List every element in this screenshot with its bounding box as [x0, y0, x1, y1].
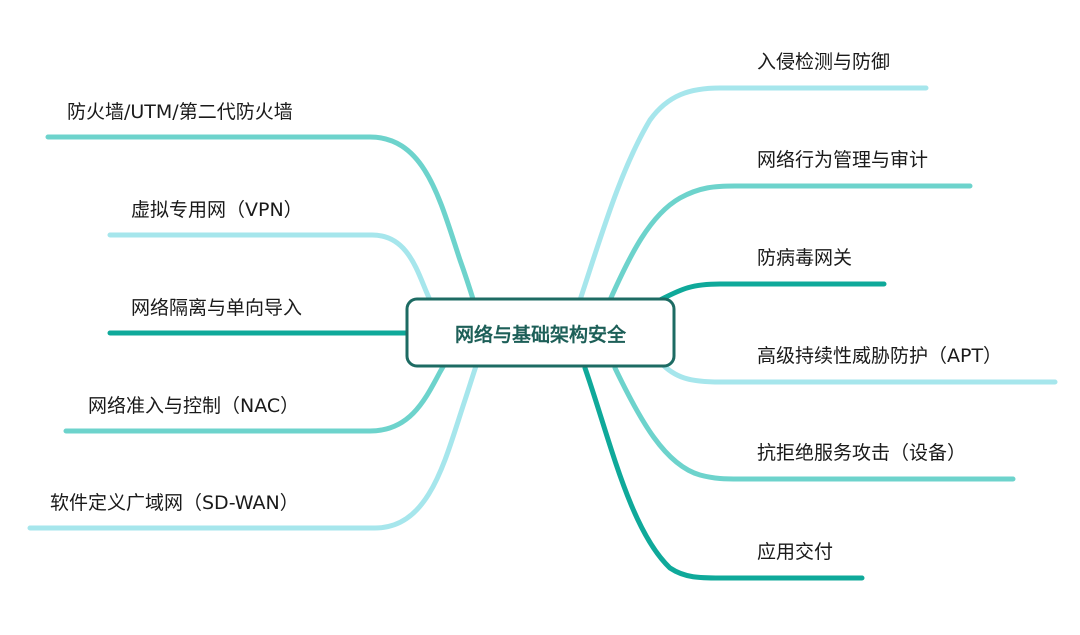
right-node-label-1: 入侵检测与防御 — [757, 51, 890, 73]
right-node-label-5: 抗拒绝服务攻击（设备） — [757, 442, 966, 464]
right-node-label-3: 防病毒网关 — [757, 247, 852, 269]
branch-line-right-6 — [582, 365, 865, 581]
branch-line-right-3 — [657, 281, 887, 303]
branch-line-right-2 — [607, 183, 973, 303]
right-node-label-4: 高级持续性威胁防护（APT） — [757, 345, 1002, 367]
right-node-label-6: 应用交付 — [757, 541, 833, 563]
branch-line-right-1 — [577, 85, 929, 303]
center-node: 网络与基础架构安全 — [405, 297, 676, 368]
branch-line-right-5 — [612, 365, 1016, 482]
branch-lines — [27, 85, 1058, 581]
left-node-label-4: 网络准入与控制（NAC） — [88, 395, 299, 417]
right-node-label-2: 网络行为管理与审计 — [757, 149, 928, 171]
left-node-label-1: 防火墙/UTM/第二代防火墙 — [67, 101, 293, 123]
branch-line-left-4 — [63, 337, 463, 434]
left-node-label-5: 软件定义广域网（SD-WAN） — [50, 492, 299, 514]
left-node-label-3: 网络隔离与单向导入 — [131, 297, 302, 319]
center-node-box — [405, 297, 676, 368]
left-node-label-2: 虚拟专用网（VPN） — [131, 199, 303, 221]
center-node-title: 网络与基础架构安全 — [455, 323, 627, 346]
